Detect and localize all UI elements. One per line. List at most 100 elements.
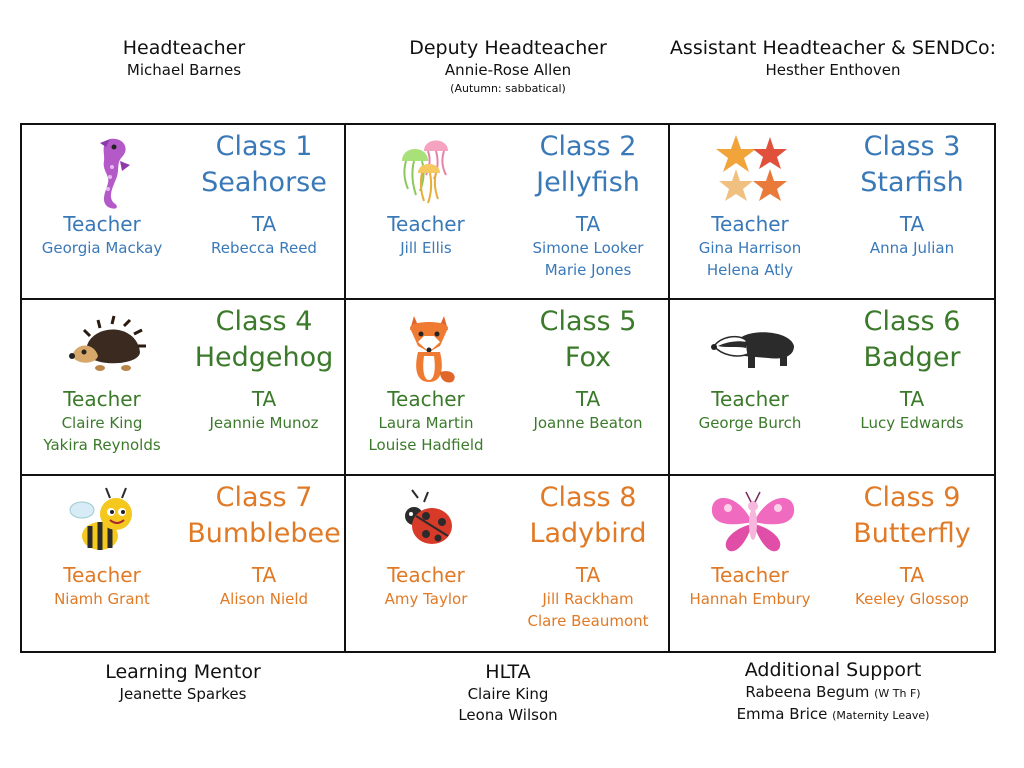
ta-name: Keeley Glossop (855, 589, 969, 608)
ta-column: TA Keeley Glossop (832, 562, 992, 610)
teacher-column: Teacher Georgia Mackay (22, 211, 182, 259)
assistant-title: Assistant Headteacher & SENDCo: (669, 37, 997, 59)
ta-name: Joanne Beaton (533, 414, 643, 433)
headteacher-title: Headteacher (122, 37, 246, 59)
class-number: Class 6 (863, 306, 961, 338)
support-name: Rabeena Begum (745, 683, 870, 701)
class-card-8: Class 8 Ladybird Teacher Amy Taylor TA J… (346, 475, 670, 651)
deputy-note: (Autumn: sabbatical) (450, 82, 566, 95)
class-name: Hedgehog (194, 342, 334, 374)
class-card-2: Class 2 Jellyfish Teacher Jill Ellis TA … (346, 125, 670, 301)
class-name: Bumblebee (187, 517, 341, 549)
ta-label: TA (251, 212, 277, 236)
class-name: Seahorse (201, 167, 327, 198)
class-number: Class 8 (539, 481, 637, 513)
teacher-column: Teacher Hannah Embury (670, 562, 830, 610)
support-note: (W Th F) (874, 687, 921, 700)
hlta-block: HLTA Claire King Leona Wilson (408, 660, 608, 726)
teacher-label: Teacher (387, 387, 465, 412)
teacher-label: Teacher (711, 387, 789, 412)
ta-column: TA Alison Nield (184, 562, 344, 610)
assistant-block: Assistant Headteacher & SENDCo: Hesther … (662, 36, 1004, 81)
ta-column: TA Rebecca Reed (184, 211, 344, 259)
ta-column: TA Jill Rackham Clare Beaumont (508, 562, 668, 632)
support-person: Rabeena Begum (W Th F) (693, 682, 973, 704)
ta-column: TA Jeannie Munoz (184, 386, 344, 434)
ta-name: Rebecca Reed (211, 239, 317, 257)
teacher-name: Gina Harrison (698, 239, 802, 257)
teacher-column: Teacher George Burch (670, 386, 830, 434)
teacher-column: Teacher Claire King Yakira Reynolds (22, 386, 182, 456)
class-number: Class 2 (539, 131, 637, 162)
teacher-column: Teacher Jill Ellis (346, 211, 506, 259)
starfish-icon (716, 135, 787, 201)
ta-label: TA (251, 562, 277, 587)
ta-name: Marie Jones (544, 261, 632, 279)
class-number: Class 3 (863, 131, 961, 162)
class-number: Class 9 (863, 481, 961, 513)
ta-label: TA (899, 562, 925, 587)
teacher-label: Teacher (387, 562, 465, 587)
assistant-name: Hesther Enthoven (765, 61, 901, 79)
ta-name: Simone Looker (532, 239, 644, 257)
teacher-label: Teacher (63, 212, 141, 236)
class-name: Badger (863, 342, 961, 374)
class-card-7: Class 7 Bumblebee Teacher Niamh Grant TA… (22, 475, 346, 651)
ta-name: Lucy Edwards (860, 414, 964, 433)
hedgehog-icon (69, 315, 146, 372)
class-number: Class 4 (215, 306, 313, 338)
class-number: Class 1 (215, 131, 313, 162)
ladybird-icon (405, 489, 452, 544)
support-name: Emma Brice (736, 705, 828, 723)
class-card-3: Class 3 Starfish Teacher Gina Harrison H… (670, 125, 994, 301)
headteacher-name: Michael Barnes (126, 61, 242, 79)
headteacher-block: Headteacher Michael Barnes (84, 36, 284, 81)
teacher-name: George Burch (698, 414, 802, 433)
teacher-label: Teacher (711, 562, 789, 587)
teacher-column: Teacher Laura Martin Louise Hadfield (346, 386, 506, 456)
teacher-label: Teacher (387, 212, 465, 236)
ta-label: TA (575, 212, 601, 236)
ta-name: Jeannie Munoz (209, 414, 319, 433)
teacher-name: Georgia Mackay (41, 239, 163, 257)
class-number: Class 7 (215, 481, 313, 513)
ta-label: TA (899, 387, 925, 412)
additional-support-title: Additional Support (744, 659, 922, 681)
class-card-6: Class 6 Badger Teacher George Burch TA L… (670, 300, 994, 476)
deputy-title: Deputy Headteacher (409, 37, 607, 59)
ta-name: Clare Beaumont (527, 611, 649, 630)
hlta-name: Claire King (467, 685, 549, 703)
butterfly-icon (711, 491, 795, 551)
ta-name: Anna Julian (869, 239, 955, 257)
badger-icon (711, 332, 794, 369)
teacher-name: Niamh Grant (54, 589, 150, 608)
teacher-label: Teacher (63, 562, 141, 587)
teacher-name: Yakira Reynolds (43, 436, 161, 455)
class-name: Jellyfish (536, 167, 640, 198)
support-note: (Maternity Leave) (832, 709, 930, 722)
ta-column: TA Anna Julian (832, 211, 992, 259)
deputy-name: Annie-Rose Allen (444, 61, 572, 79)
class-name: Butterfly (853, 517, 971, 549)
teacher-name: Claire King (61, 414, 143, 433)
class-number: Class 5 (539, 306, 637, 338)
jellyfish-icon (402, 140, 448, 204)
ta-label: TA (575, 387, 601, 412)
learning-mentor-name: Jeanette Sparkes (119, 685, 247, 703)
ta-label: TA (251, 387, 277, 412)
ta-name: Alison Nield (219, 589, 309, 608)
teacher-name: Amy Taylor (384, 589, 468, 608)
learning-mentor-block: Learning Mentor Jeanette Sparkes (83, 660, 283, 705)
teacher-name: Louise Hadfield (368, 436, 484, 455)
seahorse-icon (100, 138, 130, 209)
class-card-1: Class 1 Seahorse Teacher Georgia Mackay … (22, 125, 346, 301)
teacher-column: Teacher Niamh Grant (22, 562, 182, 610)
ta-name: Jill Rackham (542, 589, 634, 608)
deputy-block: Deputy Headteacher Annie-Rose Allen (Aut… (388, 36, 628, 97)
learning-mentor-title: Learning Mentor (105, 661, 261, 683)
ta-label: TA (899, 212, 925, 236)
hlta-name: Leona Wilson (458, 706, 558, 724)
class-name: Fox (564, 342, 612, 374)
teacher-label: Teacher (711, 212, 789, 236)
ta-column: TA Joanne Beaton (508, 386, 668, 434)
